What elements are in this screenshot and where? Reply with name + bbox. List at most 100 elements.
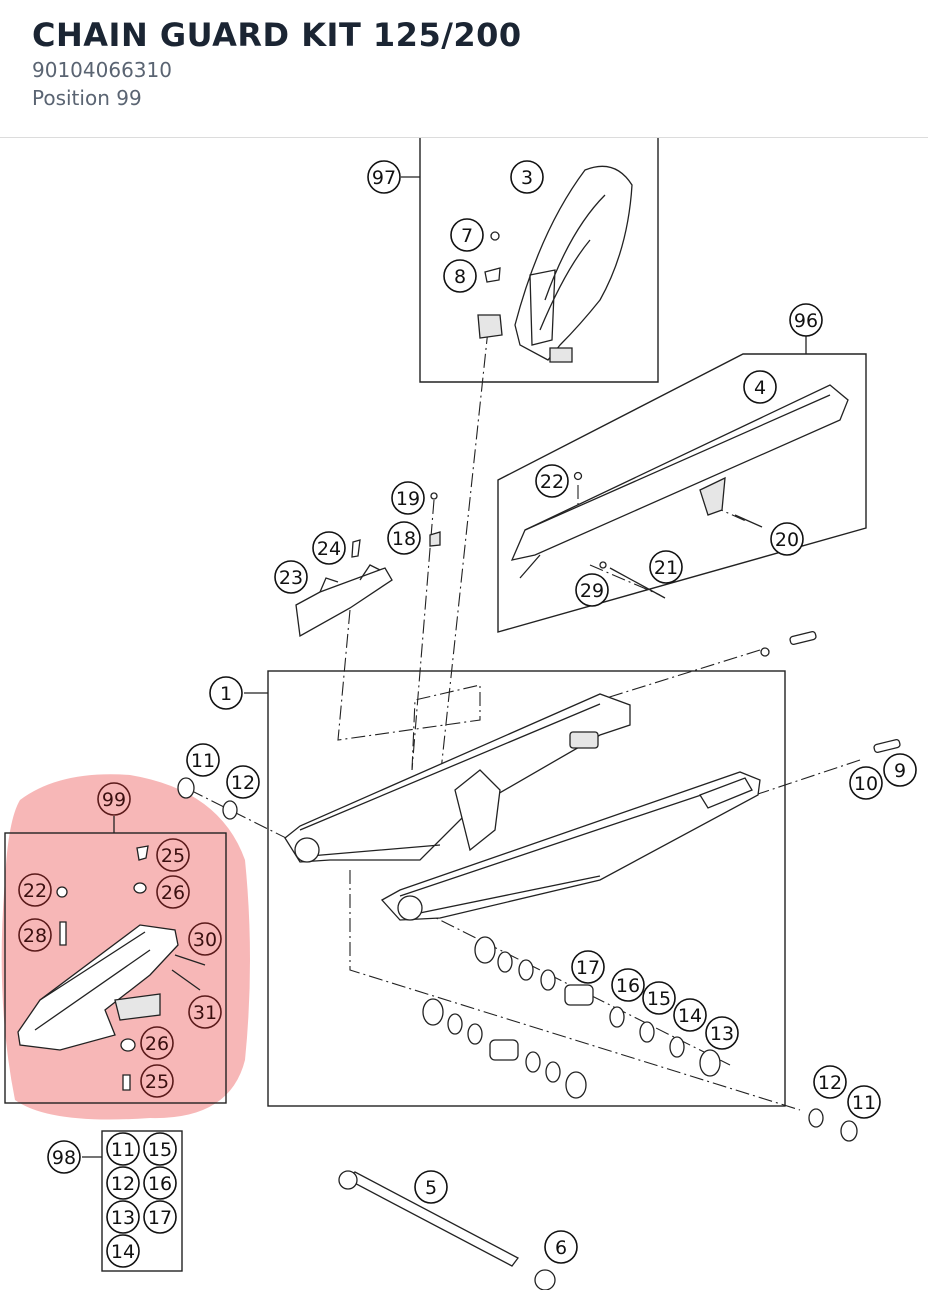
callout-c29[interactable]: 29 (575, 573, 609, 607)
callout-number: 28 (23, 925, 47, 947)
callout-c22b[interactable]: 22 (18, 873, 52, 907)
callout-circle (414, 1170, 448, 1204)
callout-number: 10 (854, 773, 878, 795)
callout-number: 22 (540, 471, 564, 493)
callout-circle (743, 370, 777, 404)
callout-circle (209, 676, 243, 710)
callout-c31[interactable]: 31 (188, 995, 222, 1029)
callout-number: 6 (555, 1237, 567, 1259)
callout-number: 5 (425, 1177, 437, 1199)
callout-c25a[interactable]: 25 (156, 838, 190, 872)
callout-c13[interactable]: 13 (705, 1016, 739, 1050)
callout-circle (387, 521, 421, 555)
callout-c11b[interactable]: 11 (847, 1085, 881, 1119)
callout-number: 13 (111, 1207, 135, 1229)
callout-circle (642, 981, 676, 1015)
callout-c22a[interactable]: 22 (535, 464, 569, 498)
callout-circle (649, 550, 683, 584)
callout-c25b[interactable]: 25 (140, 1064, 174, 1098)
box-97 (419, 138, 659, 383)
callout-circle (883, 753, 917, 787)
callout-number: 4 (754, 377, 766, 399)
callout-k11[interactable]: 11 (106, 1132, 140, 1166)
callout-circle (18, 918, 52, 952)
callout-circle (673, 998, 707, 1032)
callout-number: 15 (148, 1139, 172, 1161)
callout-number: 29 (580, 580, 604, 602)
callout-circle (510, 160, 544, 194)
callout-number: 13 (710, 1023, 734, 1045)
callout-number: 25 (145, 1071, 169, 1093)
callout-c10[interactable]: 10 (849, 766, 883, 800)
callout-circle (106, 1200, 140, 1234)
callout-c97[interactable]: 97 (367, 160, 401, 194)
callout-circle (143, 1132, 177, 1166)
callout-c15[interactable]: 15 (642, 981, 676, 1015)
callout-number: 8 (454, 266, 466, 288)
callout-c11a[interactable]: 11 (186, 743, 220, 777)
axle-part-5 (338, 1170, 556, 1290)
callout-number: 12 (818, 1072, 842, 1094)
callout-number: 17 (148, 1207, 172, 1229)
callout-c4[interactable]: 4 (743, 370, 777, 404)
callout-c26b[interactable]: 26 (140, 1026, 174, 1060)
part-number: 90104066310 (32, 58, 172, 82)
callout-circle (705, 1016, 739, 1050)
callout-k15[interactable]: 15 (143, 1132, 177, 1166)
callout-c98[interactable]: 98 (47, 1140, 81, 1174)
callout-c1[interactable]: 1 (209, 676, 243, 710)
callout-circle (143, 1166, 177, 1200)
callout-number: 16 (148, 1173, 172, 1195)
callout-circle (849, 766, 883, 800)
callout-c96[interactable]: 96 (789, 303, 823, 337)
callout-circle (47, 1140, 81, 1174)
callout-c5[interactable]: 5 (414, 1170, 448, 1204)
callout-c99[interactable]: 99 (97, 782, 131, 816)
callout-c26a[interactable]: 26 (156, 875, 190, 909)
callout-circle (789, 303, 823, 337)
callout-number: 26 (145, 1033, 169, 1055)
callout-c16[interactable]: 16 (611, 968, 645, 1002)
callout-c8[interactable]: 8 (443, 259, 477, 293)
callout-c12b[interactable]: 12 (813, 1065, 847, 1099)
callout-number: 30 (193, 929, 217, 951)
callout-number: 26 (161, 882, 185, 904)
callout-k12[interactable]: 12 (106, 1166, 140, 1200)
callout-c9[interactable]: 9 (883, 753, 917, 787)
callout-k13[interactable]: 13 (106, 1200, 140, 1234)
chain-guide-part-4 (510, 384, 849, 599)
callout-c17[interactable]: 17 (571, 950, 605, 984)
callout-c6[interactable]: 6 (544, 1230, 578, 1264)
callout-c24[interactable]: 24 (312, 531, 346, 565)
callout-circle (443, 259, 477, 293)
callout-circle (611, 968, 645, 1002)
callout-c21[interactable]: 21 (649, 550, 683, 584)
callout-c14[interactable]: 14 (673, 998, 707, 1032)
callout-circle (274, 560, 308, 594)
callout-circle (770, 522, 804, 556)
callout-number: 18 (392, 528, 416, 550)
callout-circle (450, 218, 484, 252)
callout-circle (391, 481, 425, 515)
callout-k16[interactable]: 16 (143, 1166, 177, 1200)
callout-k14[interactable]: 14 (106, 1234, 140, 1268)
position-label: Position 99 (32, 86, 142, 110)
callout-c3[interactable]: 3 (510, 160, 544, 194)
callout-number: 9 (894, 760, 906, 782)
callout-circle (106, 1234, 140, 1268)
callout-number: 96 (794, 310, 818, 332)
callout-circle (813, 1065, 847, 1099)
callout-c19[interactable]: 19 (391, 481, 425, 515)
callout-c20[interactable]: 20 (770, 522, 804, 556)
callout-k17[interactable]: 17 (143, 1200, 177, 1234)
callout-c23[interactable]: 23 (274, 560, 308, 594)
callout-c28[interactable]: 28 (18, 918, 52, 952)
page-title: CHAIN GUARD KIT 125/200 (32, 16, 522, 54)
callout-c18[interactable]: 18 (387, 521, 421, 555)
callout-number: 12 (111, 1173, 135, 1195)
callout-c12a[interactable]: 12 (226, 765, 260, 799)
callout-c7[interactable]: 7 (450, 218, 484, 252)
callout-c30[interactable]: 30 (188, 922, 222, 956)
